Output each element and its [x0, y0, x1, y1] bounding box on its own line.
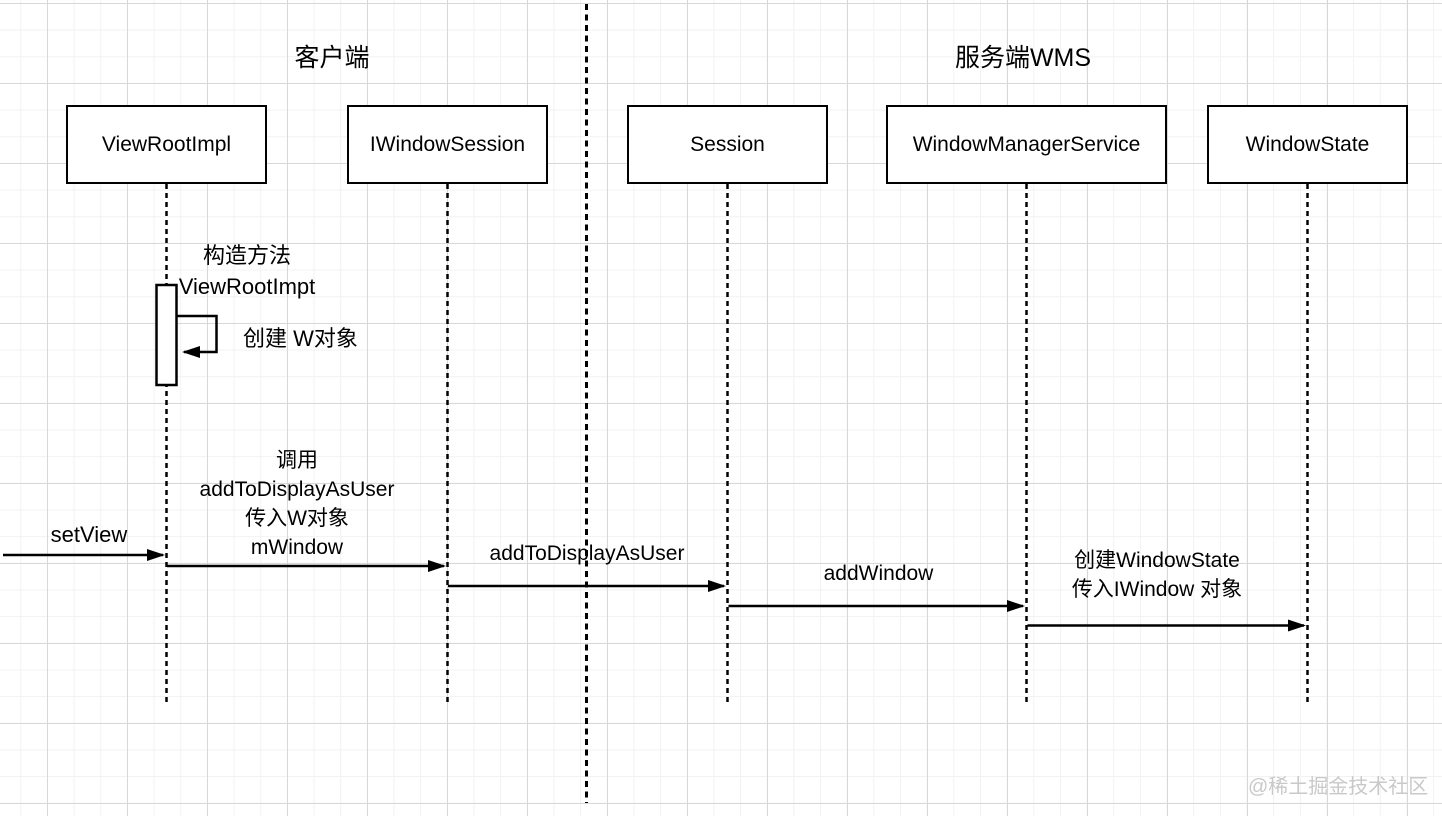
label-setview: setView	[50, 522, 128, 547]
label-constructor: 构造方法 ViewRootImpt	[147, 240, 347, 302]
label-line: mWindow	[250, 536, 344, 559]
actor-label: WindowManagerService	[912, 132, 1141, 156]
label-line: 创建WindowState	[1074, 549, 1240, 572]
label-addwindow: addWindow	[823, 562, 934, 585]
label-line: 构造方法	[202, 243, 291, 268]
actor-label: WindowState	[1245, 132, 1370, 156]
label-line: ViewRootImpt	[178, 274, 316, 299]
actor-box-viewrootimpl: ViewRootImpl	[66, 105, 267, 184]
actor-box-windowmanagerservice: WindowManagerService	[886, 105, 1167, 184]
label-line: 传入IWindow 对象	[1071, 578, 1243, 601]
label-addtodisplayasuser: addToDisplayAsUser	[489, 542, 685, 565]
label-line: addToDisplayAsUser	[199, 478, 395, 501]
actor-box-iwindowsession: IWindowSession	[347, 105, 548, 184]
label-line: 传入W对象	[245, 507, 349, 530]
group-label-server-wms: 服务端WMS	[954, 44, 1092, 72]
activation-bar-viewrootimpl	[155, 283, 178, 387]
watermark-text: @稀土掘金技术社区	[1248, 776, 1429, 798]
label-create-windowstate: 创建WindowState 传入IWindow 对象	[1032, 546, 1282, 604]
actor-label: IWindowSession	[369, 132, 526, 156]
group-label-client: 客户端	[294, 44, 370, 72]
actor-label: Session	[690, 132, 765, 156]
actor-box-windowstate: WindowState	[1207, 105, 1408, 184]
actor-box-session: Session	[627, 105, 828, 184]
label-call-addtodisplayasuser: 调用 addToDisplayAsUser 传入W对象 mWindow	[172, 446, 422, 562]
label-create-w-object: 创建 W对象	[243, 326, 358, 351]
label-line: 调用	[276, 449, 318, 472]
actor-label: ViewRootImpl	[101, 132, 232, 156]
self-call-arrow	[176, 314, 218, 358]
